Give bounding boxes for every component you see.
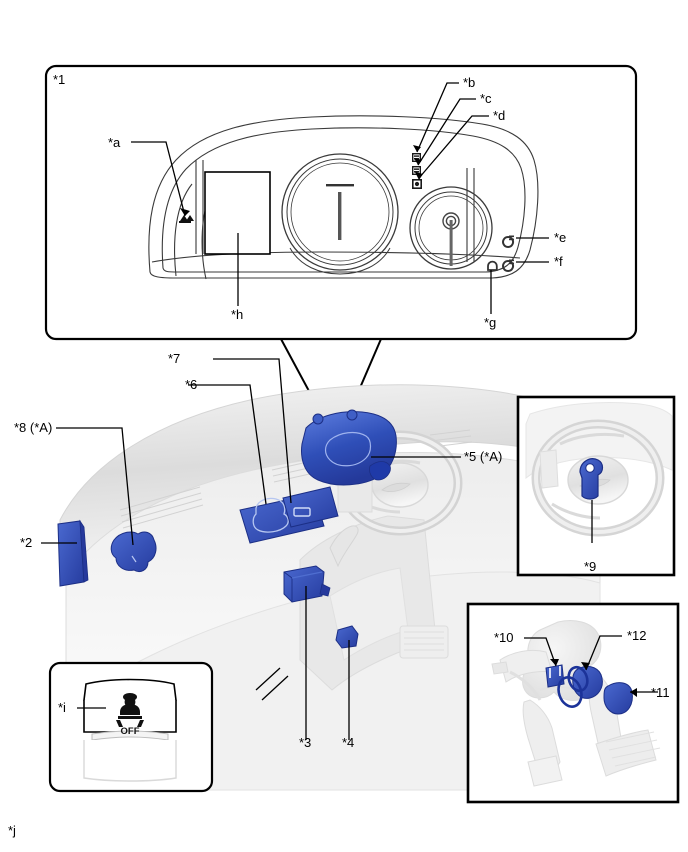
cluster-hood-outline: [148, 115, 539, 280]
steering-wheel-inset-group: [516, 395, 676, 577]
callout-j-label: *j: [8, 823, 16, 838]
srs-warning-lamp-2: [412, 166, 421, 175]
callout-f-label: *f: [554, 254, 563, 269]
callout-12-arrowhead: [581, 662, 590, 670]
airbag-off-text: OFF: [121, 726, 140, 737]
airbag-off-inset-group: OFF: [48, 661, 214, 793]
component-4: [335, 625, 359, 649]
callout-5-label: *5 (*A): [464, 449, 503, 464]
callout-2-label: *2: [20, 535, 33, 550]
callout-e-label: *e: [554, 230, 567, 245]
srs-warning-lamp-3: [412, 179, 422, 189]
cluster-detail-panel-group: [44, 64, 638, 341]
callout-12-label: *12: [627, 628, 647, 643]
callout-b-arrowhead: [413, 145, 421, 152]
callout-11-label: *11: [651, 685, 670, 700]
callout-10-label: *10: [494, 630, 514, 645]
callout-d-label: *d: [493, 108, 506, 123]
tacho-needle: [449, 220, 453, 266]
callout-10-arrowhead: [550, 659, 559, 666]
speedometer-dial: [281, 153, 399, 275]
cluster-leader-lines: [131, 82, 549, 314]
callout-a-arrowhead: [180, 208, 190, 216]
component-5: [301, 409, 397, 486]
callout-d-arrowhead: [415, 172, 423, 180]
indicator-lamp-e: [502, 235, 515, 248]
component-9: [579, 458, 604, 500]
callout-i-label: *i: [58, 700, 66, 715]
indicator-lamp-g: [487, 260, 498, 271]
pedal-assembly-inset-group: [466, 602, 680, 804]
callout-g-label: *g: [484, 315, 497, 330]
callout-a-label: *a: [108, 135, 121, 150]
slip-indicator-lamp: [179, 215, 194, 223]
panel-label-1: *1: [53, 72, 66, 87]
callout-3-label: *3: [299, 735, 312, 750]
component-8: [110, 531, 157, 573]
callout-7-label: *7: [168, 351, 181, 366]
callout-c-label: *c: [480, 91, 492, 106]
indicator-lamp-f: [502, 259, 515, 272]
speedo-needle: [338, 192, 342, 240]
callout-11-arrowhead: [630, 688, 637, 697]
callout-h-label: *h: [231, 307, 244, 322]
speedo-top-marker: [326, 184, 354, 187]
component-12: [557, 665, 603, 708]
callout-4-label: *4: [342, 735, 355, 750]
airbag-off-icon: [116, 693, 144, 727]
dash-vents: [119, 429, 473, 529]
component-10: [545, 664, 565, 688]
callout-b-label: *b: [463, 75, 476, 90]
component-11: [603, 682, 633, 715]
component-3: [283, 565, 331, 603]
component-7: [282, 486, 339, 528]
steering-wheel-emblem: [381, 482, 411, 492]
interior-leader-lines: [41, 358, 461, 740]
callout-9-label: *9: [584, 559, 597, 574]
callout-8-label: *8 (*A): [14, 420, 53, 435]
callout-6-label: *6: [185, 377, 198, 392]
callout-c-arrowhead: [414, 158, 422, 165]
component-2: [57, 519, 89, 587]
